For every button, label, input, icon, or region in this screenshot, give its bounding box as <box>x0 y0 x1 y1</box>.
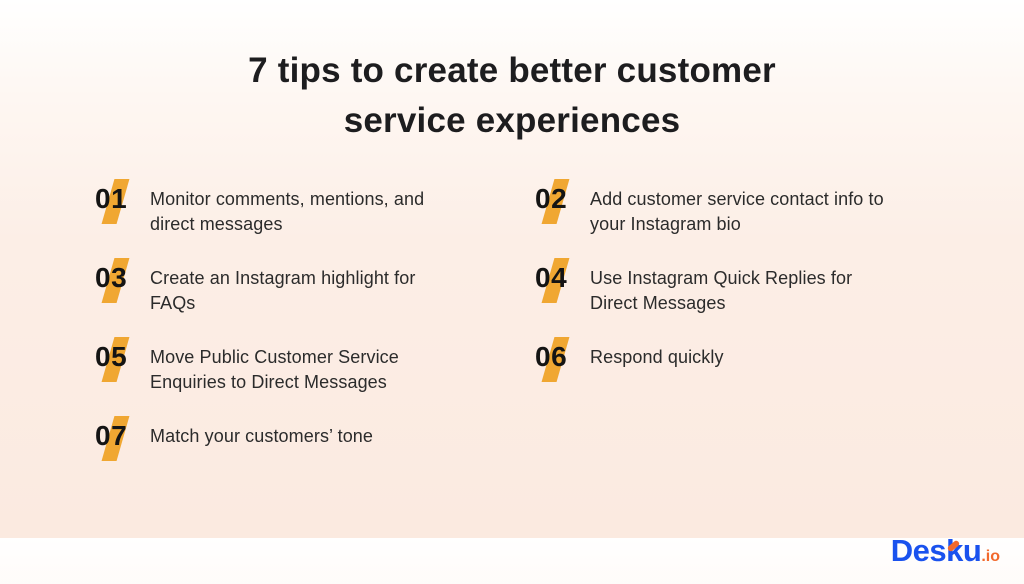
tip-text: Match your customers’ tone <box>150 426 374 446</box>
tip-item-01: 01 Monitor comments, mentions, and direc… <box>95 179 535 237</box>
tip-number: 03 <box>95 262 128 293</box>
logo-brand-text: Desku <box>890 533 982 568</box>
tips-grid: 01 Monitor comments, mentions, and direc… <box>95 179 1024 463</box>
tip-item-06: 06 Respond quickly <box>535 337 955 395</box>
tip-item-07: 07 Match your customers’ tone <box>95 416 535 463</box>
tip-number-badge: 02 <box>535 179 575 226</box>
tip-number-badge: 04 <box>535 258 575 305</box>
tip-number: 01 <box>95 183 128 214</box>
tip-text: Use Instagram Quick Replies for Direct M… <box>590 268 853 313</box>
tip-item-02: 02 Add customer service contact info to … <box>535 179 955 237</box>
tip-number-badge: 07 <box>95 416 135 463</box>
tip-text: Add customer service contact info to you… <box>590 189 884 234</box>
tip-number-badge: 05 <box>95 337 135 384</box>
tip-text: Create an Instagram highlight for FAQs <box>150 268 416 313</box>
tip-item-04: 04 Use Instagram Quick Replies for Direc… <box>535 258 955 316</box>
tip-number: 02 <box>535 183 568 214</box>
tip-number: 06 <box>535 341 568 372</box>
tip-text: Move Public Customer Service Enquiries t… <box>150 347 399 392</box>
tip-number: 05 <box>95 341 128 372</box>
infographic-canvas: 7 tips to create better customer service… <box>0 46 1024 566</box>
tip-text: Monitor comments, mentions, and direct m… <box>150 189 425 234</box>
desku-logo: Desku.io <box>891 535 1000 566</box>
tip-number: 07 <box>95 420 128 451</box>
tip-item-05: 05 Move Public Customer Service Enquirie… <box>95 337 535 395</box>
tip-text: Respond quickly <box>590 347 724 367</box>
page-title: 7 tips to create better customer service… <box>248 51 776 140</box>
tip-number-badge: 01 <box>95 179 135 226</box>
tip-number-badge: 06 <box>535 337 575 384</box>
logo-suffix-text: .io <box>981 548 1000 565</box>
tip-item-03: 03 Create an Instagram highlight for FAQ… <box>95 258 535 316</box>
tip-number-badge: 03 <box>95 258 135 305</box>
tip-number: 04 <box>535 262 568 293</box>
